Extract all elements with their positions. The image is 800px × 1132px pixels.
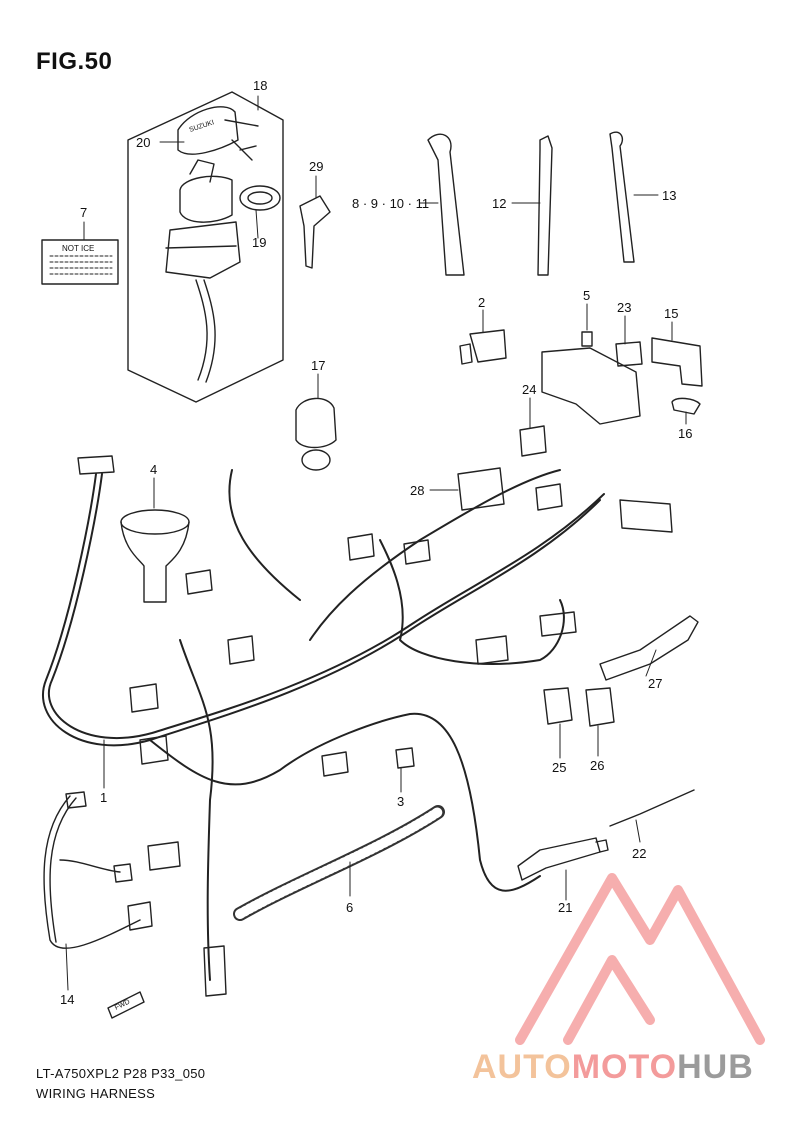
clamp-8-11 (427, 133, 465, 276)
callout-23: 23 (617, 300, 631, 315)
callout-12: 12 (492, 196, 506, 211)
watermark-part-auto: AUTO (472, 1048, 572, 1086)
cap-part-2 (459, 329, 507, 365)
cover-part-25 (543, 687, 573, 725)
section-name: WIRING HARNESS (36, 1086, 156, 1101)
relay-part-28 (457, 467, 505, 511)
key-blank-part (299, 195, 331, 269)
callout-5: 5 (583, 288, 590, 303)
grommet-part-4 (120, 509, 190, 603)
callout-18: 18 (253, 78, 267, 93)
callout-28: 28 (410, 483, 424, 498)
clip-part-16 (671, 397, 701, 415)
watermark-text: AUTOMOTOHUB (472, 1048, 754, 1087)
callout-17: 17 (311, 358, 325, 373)
callout-7: 7 (80, 205, 87, 220)
sub-harness-part-14 (43, 791, 153, 949)
clamp-13 (609, 131, 635, 263)
notice-label-part (41, 239, 119, 285)
figure-title: FIG.50 (36, 48, 113, 75)
callout-3: 3 (397, 794, 404, 809)
ring-nut-part (239, 185, 281, 211)
bracket-part-15 (651, 337, 703, 387)
callout-6: 6 (346, 900, 353, 915)
callout-2: 2 (478, 295, 485, 310)
callout-25: 25 (552, 760, 566, 775)
callout-16: 16 (678, 426, 692, 441)
main-wiring-harness (42, 469, 605, 981)
watermark-part-hub: HUB (677, 1048, 754, 1086)
callout-13: 13 (662, 188, 676, 203)
spring-part-22 (609, 789, 695, 827)
model-code: LT-A750XPL2 P28 P33_050 (36, 1066, 206, 1081)
clamp-12 (537, 135, 553, 276)
watermark-logo (515, 873, 765, 1045)
callout-22: 22 (632, 846, 646, 861)
corrugated-tube-part-6 (233, 805, 445, 921)
callout-8-11: 8 · 9 · 10 · 11 (352, 196, 429, 211)
harness-connectors (77, 455, 673, 997)
connector-part-3 (395, 747, 415, 769)
callout-15: 15 (664, 306, 678, 321)
sensor-part-21 (517, 837, 609, 881)
callout-14: 14 (60, 992, 74, 1007)
callout-1: 1 (100, 790, 107, 805)
callout-26: 26 (590, 758, 604, 773)
bracket-part-27 (599, 615, 699, 681)
fwd-arrow (107, 991, 145, 1019)
connector-part-24 (519, 425, 547, 457)
fuse-part-5 (581, 331, 593, 347)
callout-27: 27 (648, 676, 662, 691)
callout-29: 29 (309, 159, 323, 174)
callout-4: 4 (150, 462, 157, 477)
watermark-part-moto: MOTO (571, 1048, 678, 1086)
callout-19: 19 (252, 235, 266, 250)
callout-numbers: 18 20 19 7 29 8 · 9 · 10 · 11 12 13 2 5 … (60, 78, 692, 1007)
cover-part-26 (585, 687, 615, 727)
socket-part-17 (295, 397, 337, 449)
fuse-box (541, 347, 641, 425)
callout-24: 24 (522, 382, 536, 397)
relay-part-23 (615, 341, 643, 367)
key-brand-text: SUZUKI (188, 119, 215, 134)
notice-label-text: NOT ICE (62, 244, 94, 253)
callout-21: 21 (558, 900, 572, 915)
callout-20: 20 (136, 135, 150, 150)
leader-lines (65, 95, 687, 991)
ignition-switch-assembly (127, 91, 284, 403)
